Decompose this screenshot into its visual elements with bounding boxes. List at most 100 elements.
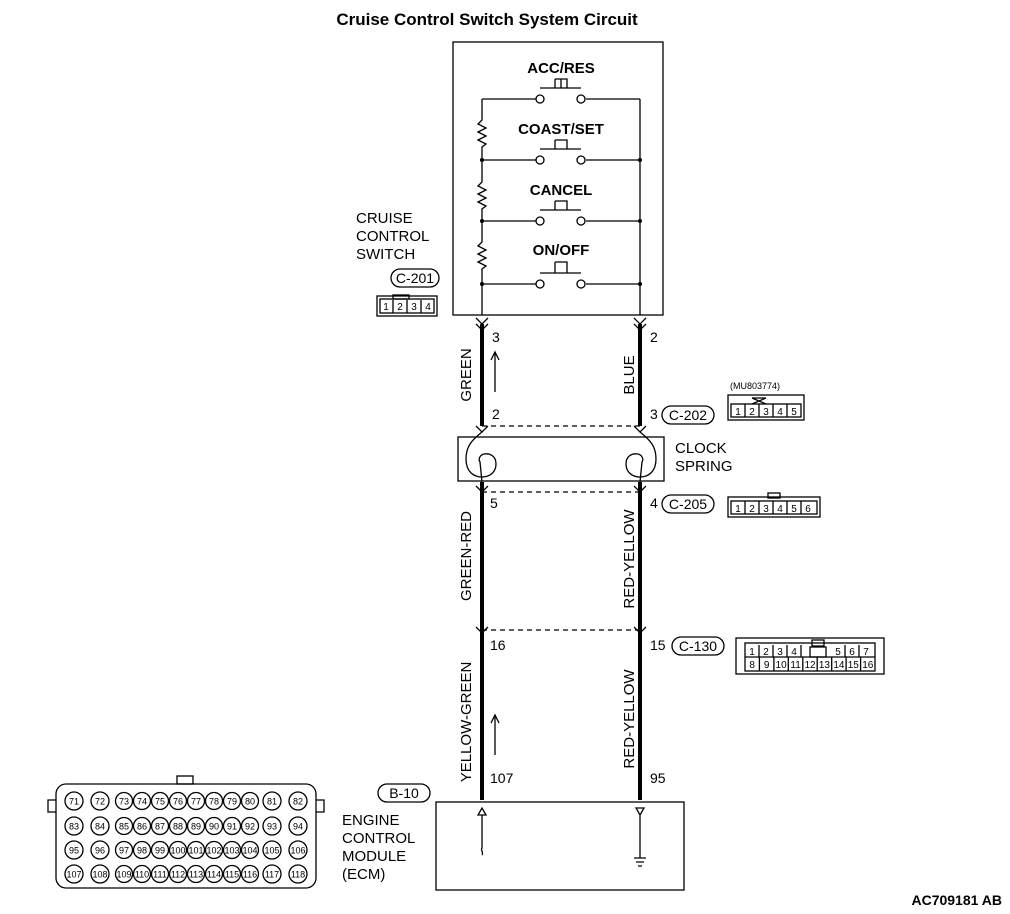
ecm-pin-number: 92 <box>245 822 255 832</box>
ecm-pin-socket <box>186 791 206 811</box>
ecm-pin-number: 98 <box>137 846 147 856</box>
pin-c130-left: 16 <box>490 637 506 653</box>
c130-pin: 13 <box>819 660 831 671</box>
ecm-pin-socket <box>288 791 308 811</box>
ecm-label-2: CONTROL <box>342 830 415 847</box>
ecm-pin-socket <box>222 840 242 860</box>
ecm-pin-socket <box>168 840 188 860</box>
wire-color-yellow-green: YELLOW-GREEN <box>458 662 475 783</box>
ecm-pin-number: 82 <box>293 797 303 807</box>
clock-spring-coil-right <box>625 431 657 483</box>
ecm-label-3: MODULE <box>342 848 406 865</box>
ecm-pin-number: 106 <box>290 846 305 856</box>
pin-switch-right: 2 <box>650 329 658 345</box>
pin-ecm-left: 107 <box>490 770 514 786</box>
ecm-pin-socket <box>222 864 242 884</box>
ecm-pin-socket <box>150 791 170 811</box>
ecm-pin-socket <box>114 791 134 811</box>
connector-face-c205: 1 2 3 4 5 6 <box>727 492 821 518</box>
clock-spring-label-2: SPRING <box>675 458 733 475</box>
clock-spring: CLOCK SPRING <box>457 431 733 483</box>
ecm-pin-socket <box>150 840 170 860</box>
wire-color-green-red: GREEN-RED <box>458 511 475 601</box>
svg-text:C-201: C-201 <box>396 270 434 286</box>
ecm-pin-number: 108 <box>92 870 107 880</box>
ecm-pin-socket <box>240 816 260 836</box>
ecm-pin-number: 91 <box>227 822 237 832</box>
ecm-pin-number: 81 <box>267 797 277 807</box>
c130-pin: 3 <box>777 647 783 658</box>
ecm-pin-number: 96 <box>95 846 105 856</box>
svg-text:C-205: C-205 <box>669 496 707 512</box>
ecm-pin-socket <box>150 816 170 836</box>
ecm-pin-number: 72 <box>95 797 105 807</box>
ecm-pin-number: 97 <box>119 846 129 856</box>
ecm-pin-socket <box>90 864 110 884</box>
ecm-pin-socket <box>132 791 152 811</box>
ecm-pin-number: 99 <box>155 846 165 856</box>
ecm-pin-socket <box>90 791 110 811</box>
ecm-pin-socket <box>262 791 282 811</box>
ecm-pin-socket <box>262 864 282 884</box>
ecm-pin-number: 112 <box>171 870 185 880</box>
svg-text:6: 6 <box>805 504 811 515</box>
ecm-pin-socket <box>240 864 260 884</box>
ecm-pin-socket <box>114 864 134 884</box>
c130-pin: 11 <box>790 660 801 671</box>
ecm-pin-socket <box>204 864 224 884</box>
ecm-input-symbol <box>476 806 488 856</box>
ecm-ground-symbol <box>634 807 646 867</box>
ecm-pin-number: 78 <box>209 797 219 807</box>
svg-text:4: 4 <box>425 302 431 313</box>
svg-text:4: 4 <box>777 504 783 515</box>
cruise-control-switch: ACC/RES COAST/SET CANCEL ON/OFF <box>356 41 664 317</box>
ecm-pin-socket <box>204 840 224 860</box>
c130-pin: 2 <box>763 647 769 658</box>
ecm-pin-number: 89 <box>191 822 201 832</box>
ecm-pin-socket <box>240 840 260 860</box>
ecm-pin-socket <box>262 816 282 836</box>
svg-text:5: 5 <box>791 504 797 515</box>
ecm-pin-number: 80 <box>245 797 255 807</box>
c130-pin: 6 <box>849 647 855 658</box>
switch-label-acc-res: ACC/RES <box>527 60 595 77</box>
clock-spring-label-1: CLOCK <box>675 440 727 457</box>
ecm-pin-socket <box>186 840 206 860</box>
pin-c205-left: 5 <box>490 495 498 511</box>
ecm-pin-number: 94 <box>293 822 303 832</box>
wire-color-red-yellow-upper: RED-YELLOW <box>621 509 638 609</box>
svg-text:3: 3 <box>411 302 417 313</box>
signal-arrow-up-upper <box>490 350 500 392</box>
ecm-pin-socket <box>186 864 206 884</box>
ecm-pin-socket <box>90 816 110 836</box>
pin-switch-left: 3 <box>492 329 500 345</box>
c130-pin: 1 <box>749 647 755 658</box>
ecm-pin-socket <box>114 816 134 836</box>
ecm-pin-socket <box>64 791 84 811</box>
switch-coast-set: COAST/SET <box>480 121 642 165</box>
connector-face-c202: (MU803774) 1 2 3 4 5 <box>727 381 805 421</box>
ecm-pin-socket <box>150 864 170 884</box>
ecm-pin-number: 100 <box>170 846 185 856</box>
ecm-pin-number: 105 <box>264 846 279 856</box>
ecm-pin-number: 95 <box>69 846 79 856</box>
ecm-pin-socket <box>168 816 188 836</box>
svg-text:C-202: C-202 <box>669 407 707 423</box>
pin-ecm-right: 95 <box>650 770 666 786</box>
ecm-pin-number: 74 <box>137 797 147 807</box>
ecm-pin-number: 87 <box>155 822 165 832</box>
signal-arrow-up-lower <box>490 713 500 755</box>
ecm-pin-number: 117 <box>265 870 279 880</box>
c130-pin: 16 <box>862 660 874 671</box>
svg-text:2: 2 <box>749 407 755 418</box>
ecm-pin-number: 111 <box>153 870 167 880</box>
ecm-pin-socket <box>64 864 84 884</box>
c130-pin: 7 <box>863 647 869 658</box>
c130-pin: 15 <box>848 660 860 671</box>
svg-text:3: 3 <box>763 407 769 418</box>
ecm-pin-number: 107 <box>66 870 81 880</box>
ecm-pin-socket <box>186 816 206 836</box>
svg-text:1: 1 <box>383 302 389 313</box>
